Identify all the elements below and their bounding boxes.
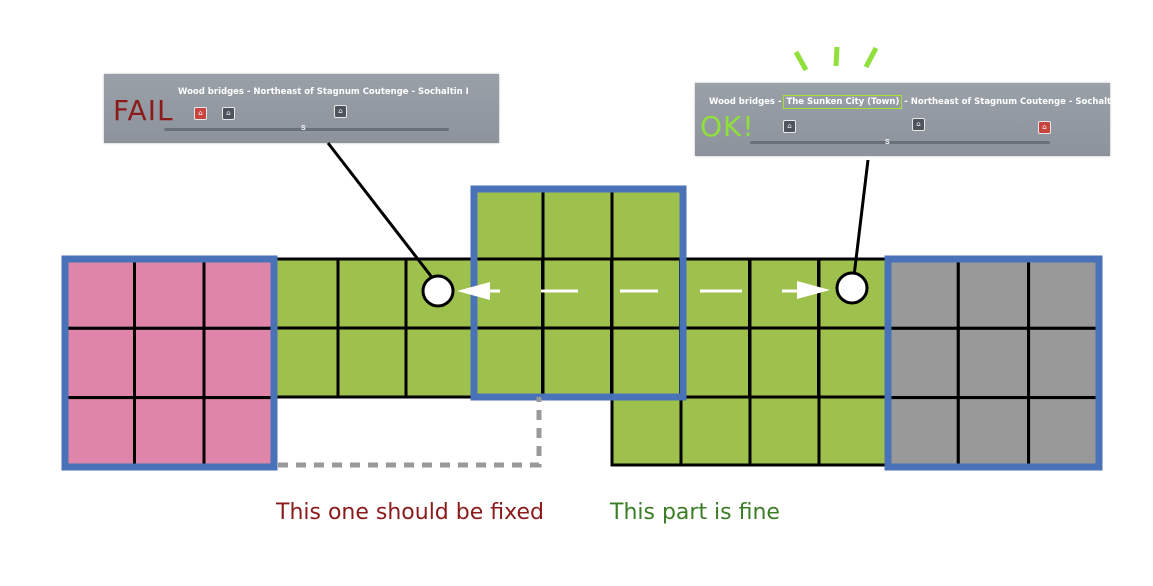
gray-cell	[1027, 326, 1101, 400]
fail-label: FAIL	[113, 94, 174, 127]
fail-pointer-line	[326, 142, 436, 281]
ok-panel-title: Wood bridges - The Sunken City (Town) - …	[709, 95, 1127, 109]
gray-cell	[1027, 396, 1101, 469]
green-cell	[472, 257, 544, 330]
gray-cell	[956, 326, 1031, 400]
green-zone	[268, 187, 890, 467]
waypoint-marker-icon: ⌂	[912, 118, 925, 131]
ok-title-prefix: Wood bridges -	[709, 97, 785, 107]
center-region-outline	[470, 185, 687, 401]
ok-pointer-line	[852, 159, 870, 277]
green-cell	[472, 326, 544, 399]
red-marker-icon: ⌂	[194, 107, 207, 120]
green-cell	[817, 395, 890, 467]
pink-cell	[202, 396, 275, 469]
fail-location-marker	[421, 274, 455, 308]
fine-caption: This part is fine	[610, 500, 780, 525]
compass-south-label: S	[885, 139, 890, 146]
ok-title-highlight: The Sunken City (Town)	[783, 95, 903, 109]
town-marker-icon: ⌂	[222, 107, 235, 120]
fail-location-panel: Wood bridges - Northeast of Stagnum Cout…	[104, 74, 499, 143]
fail-panel-title: Wood bridges - Northeast of Stagnum Cout…	[178, 87, 469, 97]
gray-cell	[956, 257, 1031, 330]
gray-cell	[956, 396, 1031, 469]
travel-path-arrow	[457, 281, 830, 300]
green-cell	[268, 257, 340, 330]
pink-region-outline	[61, 255, 278, 471]
compass-bar	[164, 128, 449, 131]
green-cell	[748, 326, 820, 399]
missing-area-outline	[278, 397, 542, 468]
red-marker-icon: ⌂	[1038, 121, 1051, 134]
green-cell	[541, 326, 613, 399]
pink-cell	[133, 257, 206, 330]
pink-cell	[63, 326, 136, 400]
pink-cell	[63, 257, 136, 330]
green-cell	[336, 326, 408, 399]
gray-cell	[1027, 257, 1101, 330]
compass-bar	[750, 141, 1050, 144]
green-cell	[748, 395, 821, 467]
waypoint-marker-icon: ⌂	[334, 105, 347, 118]
green-cell	[679, 257, 751, 330]
pink-cell	[202, 326, 275, 400]
green-cell	[610, 187, 683, 261]
green-cell	[679, 395, 752, 467]
ok-title-suffix: - Northeast of Stagnum Coutenge - Sochal…	[901, 97, 1127, 107]
fix-caption: This one should be fixed	[276, 500, 544, 525]
compass-south-label: S	[301, 125, 306, 132]
pink-cell	[202, 257, 275, 330]
green-cell	[404, 257, 476, 330]
pink-cell	[133, 326, 206, 400]
arrow-left-head	[457, 282, 490, 300]
green-cell	[610, 257, 682, 330]
town-marker-icon: ⌂	[783, 120, 796, 133]
green-cell	[268, 326, 340, 399]
green-cell	[679, 326, 751, 399]
pink-region	[63, 257, 275, 469]
ok-label: OK!	[700, 110, 755, 143]
green-cell	[748, 257, 820, 330]
gray-cell	[886, 396, 960, 469]
green-cell	[541, 187, 614, 261]
pink-cell	[63, 396, 136, 469]
arrow-right-head	[797, 281, 830, 299]
gray-cell	[886, 257, 960, 330]
ok-highlight-rays	[793, 46, 879, 72]
ok-location-panel: Wood bridges - The Sunken City (Town) - …	[695, 83, 1126, 156]
green-cell	[610, 395, 683, 467]
green-cell	[541, 257, 613, 330]
pink-cell	[133, 396, 206, 469]
green-cell	[817, 326, 889, 399]
ok-location-marker	[835, 271, 869, 305]
green-cell	[817, 257, 889, 330]
gray-region-outline	[884, 255, 1103, 471]
green-cell	[472, 187, 545, 261]
gray-region	[886, 257, 1101, 469]
green-cell	[336, 257, 408, 330]
green-cell	[610, 326, 682, 399]
green-cell	[404, 326, 476, 399]
gray-cell	[886, 326, 960, 400]
